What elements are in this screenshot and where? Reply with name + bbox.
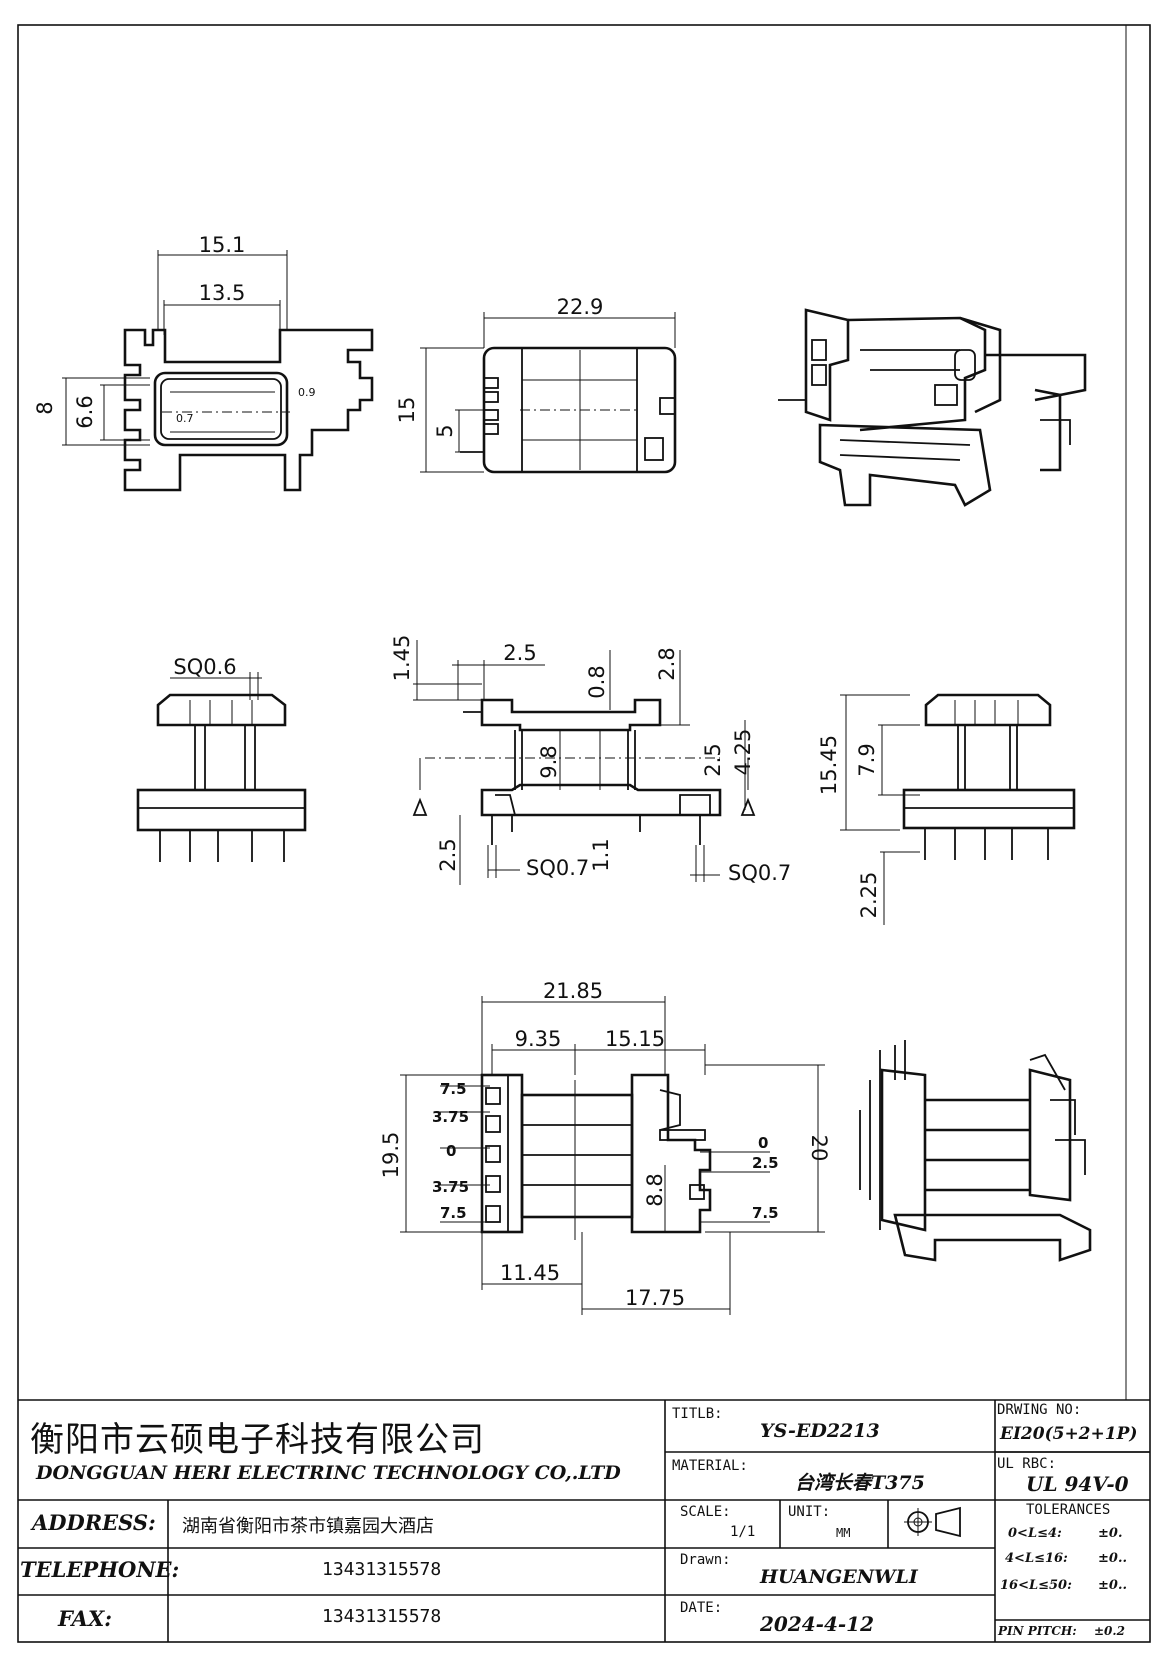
tolerance-range-1: 0<L≤4: [1008, 1526, 1062, 1541]
dim-1-1: 1.1 [589, 838, 613, 871]
dim-15-15: 15.15 [605, 1027, 665, 1051]
company-name-cn: 衡阳市云硕电子科技有限公司 [30, 1420, 485, 1460]
tolerance-range-3: 16<L≤50: [1000, 1578, 1072, 1593]
pin-pitch-value: ±0.2 [1094, 1624, 1125, 1638]
top-view: 22.9 15 5 [395, 295, 677, 474]
tolerance-range-2: 4<L≤16: [1005, 1551, 1068, 1566]
dim-0-8: 0.8 [585, 665, 609, 698]
drawn-value: HUANGENWLI [760, 1566, 918, 1588]
front-view: SQ0.6 [136, 655, 307, 862]
dim-8-8: 8.8 [643, 1173, 667, 1206]
isometric-view-bottom [859, 1040, 1092, 1262]
fax-label: FAX: [58, 1606, 113, 1631]
dim-9-35: 9.35 [515, 1027, 562, 1051]
material-value: 台湾长春T375 [795, 1472, 925, 1494]
tolerance-value-2: ±0.. [1098, 1551, 1127, 1566]
telephone-label: TELEPHONE: [20, 1557, 180, 1582]
ul-value: UL 94V-0 [1026, 1472, 1129, 1496]
drawn-label: Drawn: [680, 1552, 731, 1568]
material-label: MATERIAL: [672, 1458, 748, 1474]
pin-label-left-3: 0 [446, 1142, 456, 1160]
dim-6-6: 6.6 [73, 395, 97, 428]
pin-label-right-1: 0 [758, 1134, 768, 1152]
unit-label: UNIT: [788, 1504, 831, 1520]
dim-15-45: 15.45 [817, 735, 841, 795]
pin-label-left-5: 7.5 [440, 1204, 467, 1222]
dim-sq0-6: SQ0.6 [173, 655, 236, 679]
dim-5: 5 [433, 424, 457, 437]
pin-label-left-4: 3.75 [432, 1178, 469, 1196]
dim-13-5: 13.5 [199, 281, 246, 305]
right-view: 15.45 7.9 2.25 [817, 693, 1076, 925]
pin-label-left-1: 7.5 [440, 1080, 467, 1098]
dim-2-5-bottom: 2.5 [436, 838, 460, 871]
address-label: ADDRESS: [32, 1510, 156, 1535]
dim-20: 20 [807, 1135, 831, 1162]
fax-value: 13431315578 [322, 1606, 442, 1627]
pin-label-left-2: 3.75 [432, 1108, 469, 1126]
ul-label: UL RBC: [997, 1456, 1057, 1472]
isometric-view-top [778, 308, 1087, 507]
telephone-value: 13431315578 [322, 1559, 442, 1580]
dim-15: 15 [395, 397, 419, 424]
dim-7-9: 7.9 [855, 743, 879, 776]
title-value: YS-ED2213 [760, 1420, 880, 1442]
title-block-frame [18, 1399, 1150, 1642]
dim-sq0-7-left: SQ0.7 [526, 856, 589, 880]
company-name-en: DONGGUAN HERI ELECTRINC TECHNOLOGY CO,.L… [36, 1462, 621, 1484]
dim-21-85: 21.85 [543, 979, 603, 1003]
dim-1-45: 1.45 [390, 635, 414, 682]
dim-0-7: 0.7 [176, 412, 194, 425]
dim-11-45: 11.45 [500, 1261, 560, 1285]
scale-label: SCALE: [680, 1504, 731, 1520]
dim-22-9: 22.9 [557, 295, 604, 319]
dim-sq0-7-right: SQ0.7 [728, 861, 791, 885]
pin-label-right-3: 7.5 [752, 1204, 779, 1222]
date-value: 2024-4-12 [760, 1612, 875, 1636]
date-label: DATE: [680, 1600, 723, 1616]
dim-19-5: 19.5 [379, 1132, 403, 1179]
section-view: 1.45 2.5 0.8 2.8 9.8 2.5 4 [390, 635, 791, 885]
unit-value: MM [836, 1526, 851, 1540]
bottom-view: 21.85 9.35 15.15 19.5 20 [379, 979, 831, 1315]
scale-value: 1/1 [730, 1524, 756, 1540]
tolerances-label: TOLERANCES [1026, 1502, 1111, 1518]
drawing-no-value: EI20(5+2+1P) [1000, 1424, 1138, 1444]
dim-9-8: 9.8 [537, 745, 561, 778]
title-label: TITLB: [672, 1406, 723, 1422]
dim-4-25: 4.25 [731, 729, 755, 776]
drawing-no-label: DRWING NO: [997, 1402, 1082, 1418]
tolerance-value-3: ±0.. [1098, 1578, 1127, 1593]
dim-2-8: 2.8 [655, 647, 679, 680]
side-view: 15.1 13.5 8 6.6 0.9 0.7 [33, 233, 374, 492]
dim-0-9: 0.9 [298, 386, 316, 399]
tolerance-value-1: ±0. [1098, 1526, 1123, 1541]
dim-2-25: 2.25 [857, 872, 881, 919]
address-value: 湖南省衡阳市茶市镇嘉园大酒店 [182, 1516, 434, 1537]
pin-pitch-label: PIN PITCH: [998, 1624, 1077, 1638]
dim-8: 8 [33, 401, 57, 414]
dim-17-75: 17.75 [625, 1286, 685, 1310]
dim-2-5-right: 2.5 [701, 743, 725, 776]
pin-label-right-2: 2.5 [752, 1154, 779, 1172]
dim-2-5-top: 2.5 [503, 641, 536, 665]
dim-15-1: 15.1 [199, 233, 246, 257]
